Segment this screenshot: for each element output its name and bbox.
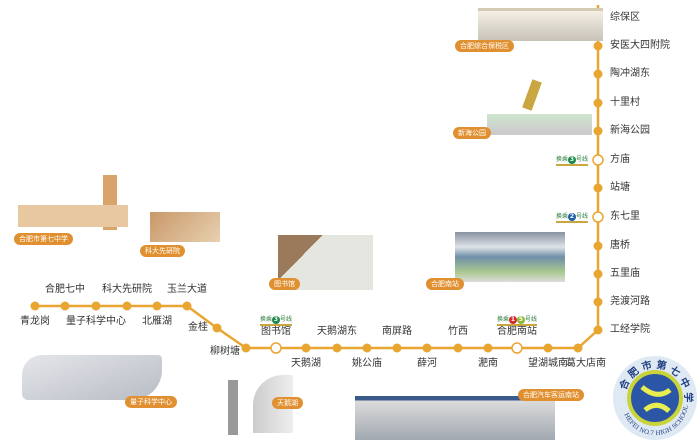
station-dot[interactable] xyxy=(593,241,603,251)
transfer-station-dot[interactable] xyxy=(511,342,523,354)
station-dot[interactable] xyxy=(593,69,603,79)
station-label[interactable]: 五里庙 xyxy=(610,268,640,279)
station-label[interactable]: 青龙岗 xyxy=(20,316,50,327)
station-label[interactable]: 工经学院 xyxy=(610,324,650,335)
landmark-label: 科大先研院 xyxy=(140,245,185,257)
station-dot[interactable] xyxy=(422,343,432,353)
station-label[interactable]: 玉兰大道 xyxy=(167,284,207,295)
station-dot[interactable] xyxy=(543,343,553,353)
station-label[interactable]: 合肥七中 xyxy=(45,284,85,295)
transfer-text: 号线 xyxy=(576,213,589,220)
station-label[interactable]: 量子科学中心 xyxy=(66,316,126,327)
line-number-badge: 3 xyxy=(272,316,281,324)
hefei-south-station-building xyxy=(455,232,565,282)
transfer-text: 换乘 xyxy=(497,316,510,323)
station-label[interactable]: 天鹅湖 xyxy=(291,358,321,369)
line-number-badge: 1 xyxy=(509,316,518,324)
landmark-label: 合肥综合保税区 xyxy=(455,40,514,52)
line-number-badge: 5 xyxy=(517,316,526,324)
station-dot[interactable] xyxy=(573,343,583,353)
research-institute-building xyxy=(150,212,220,242)
landmark-label: 新海公园 xyxy=(453,127,491,139)
transfer-station-dot[interactable] xyxy=(592,154,604,166)
station-label[interactable]: 竹西 xyxy=(448,326,468,337)
transfer-text: 号线 xyxy=(576,156,589,163)
station-label[interactable]: 望湖城南 xyxy=(528,358,568,369)
station-dot[interactable] xyxy=(60,301,70,311)
landmark-label: 合肥汽车客运南站 xyxy=(518,389,584,401)
station-dot[interactable] xyxy=(212,323,222,333)
station-label[interactable]: 综保区 xyxy=(610,12,640,23)
station-dot[interactable] xyxy=(241,343,251,353)
station-label[interactable]: 科大先研院 xyxy=(102,284,152,295)
station-label[interactable]: 合肥南站 xyxy=(497,326,537,337)
landmark-label: 合肥南站 xyxy=(426,278,464,290)
station-dot[interactable] xyxy=(593,41,603,51)
station-dot[interactable] xyxy=(593,126,603,136)
station-label[interactable]: 淝南 xyxy=(478,358,498,369)
station-dot[interactable] xyxy=(362,343,372,353)
station-label[interactable]: 南屏路 xyxy=(382,326,412,337)
station-dot[interactable] xyxy=(301,343,311,353)
station-label[interactable]: 北雁湖 xyxy=(142,316,172,327)
station-dot[interactable] xyxy=(30,301,40,311)
bus-station-building xyxy=(355,396,555,440)
school-logo: 合 肥 市 第 七 中 学 HEFEI NO.7 HIGH SCHOOL xyxy=(613,356,697,440)
station-label[interactable]: 站塘 xyxy=(610,182,630,193)
station-label[interactable]: 柳树塘 xyxy=(210,346,240,357)
transfer-text: 换乘 xyxy=(556,213,569,220)
station-dot[interactable] xyxy=(152,301,162,311)
transfer-station-dot[interactable] xyxy=(592,211,604,223)
station-label[interactable]: 安医大四附院 xyxy=(610,40,670,51)
station-label[interactable]: 唐桥 xyxy=(610,240,630,251)
transfer-text: 号线 xyxy=(525,316,538,323)
line-number-badge: 2 xyxy=(568,213,577,221)
station-dot[interactable] xyxy=(593,325,603,335)
station-label[interactable]: 方庙 xyxy=(610,154,630,165)
station-label[interactable]: 尧渡河路 xyxy=(610,296,650,307)
station-label[interactable]: 图书馆 xyxy=(261,326,291,337)
station-dot[interactable] xyxy=(182,301,192,311)
school-building xyxy=(18,175,128,230)
landmark-label: 量子科学中心 xyxy=(125,396,177,408)
transfer-station-dot[interactable] xyxy=(270,342,282,354)
landmark-label: 图书馆 xyxy=(269,278,300,290)
transfer-text: 号线 xyxy=(280,316,293,323)
xinhai-park-image xyxy=(487,79,592,135)
line-number-badge: 3 xyxy=(568,156,577,164)
station-dot[interactable] xyxy=(593,183,603,193)
landmark-label: 合肥市第七中学 xyxy=(14,233,73,245)
station-dot[interactable] xyxy=(593,269,603,279)
transfer-text: 换乘 xyxy=(556,156,569,163)
station-dot[interactable] xyxy=(593,297,603,307)
station-label[interactable]: 陶冲湖东 xyxy=(610,68,650,79)
station-dot[interactable] xyxy=(91,301,101,311)
bonded-zone-building xyxy=(478,8,603,41)
transfer-text: 换乘 xyxy=(260,316,273,323)
station-label[interactable]: 天鹅湖东 xyxy=(317,326,357,337)
station-label[interactable]: 薛河 xyxy=(417,358,437,369)
station-label[interactable]: 东七里 xyxy=(610,211,640,222)
quantum-center-building xyxy=(22,355,162,400)
station-dot[interactable] xyxy=(593,98,603,108)
station-dot[interactable] xyxy=(483,343,493,353)
station-dot[interactable] xyxy=(453,343,463,353)
station-label[interactable]: 姚公庙 xyxy=(352,358,382,369)
station-label[interactable]: 金桂 xyxy=(188,322,208,333)
landmark-label: 天鹅湖 xyxy=(272,397,303,409)
station-dot[interactable] xyxy=(332,343,342,353)
station-label[interactable]: 十里村 xyxy=(610,97,640,108)
station-label[interactable]: 葛大店南 xyxy=(566,358,606,369)
station-label[interactable]: 新海公园 xyxy=(610,125,650,136)
station-dot[interactable] xyxy=(122,301,132,311)
station-dot[interactable] xyxy=(392,343,402,353)
